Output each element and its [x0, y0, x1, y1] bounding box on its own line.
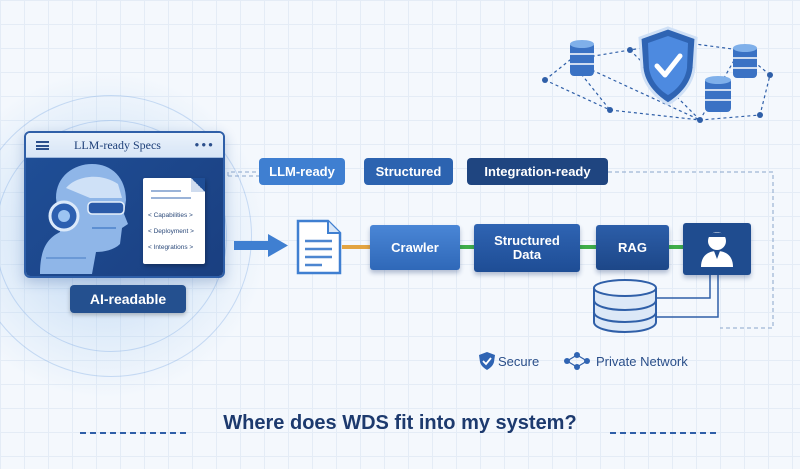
document-line [151, 190, 181, 192]
spec-item-deployment: < Deployment > [148, 228, 194, 235]
structured-line-1: Structured [494, 233, 560, 248]
document-line [151, 197, 191, 199]
document-fold [191, 178, 205, 192]
headline-divider-right [610, 432, 720, 434]
more-options-icon: ●●● [194, 140, 215, 149]
shield-check-icon [638, 26, 698, 106]
crawler-label: Crawler [391, 239, 439, 255]
menu-icon [36, 141, 49, 150]
structured-line-2: Data [512, 247, 542, 262]
llm-ready-specs-window: LLM-ready Specs ●●● < Capabilities > < D… [24, 131, 225, 278]
shield-check-icon [479, 352, 495, 370]
headline-divider-left [80, 432, 190, 434]
ai-readable-badge: AI-readable [70, 285, 186, 313]
page-headline: Where does WDS fit into my system? [223, 412, 577, 434]
database-icon [593, 279, 657, 334]
glow-ring [0, 120, 227, 352]
crawler-box: Crawler [370, 225, 460, 270]
user-box [683, 223, 751, 275]
robot-head-icon [40, 164, 128, 274]
document-icon [296, 219, 342, 275]
spec-item-capabilities: < Capabilities > [148, 212, 193, 219]
tag-integration-ready: Integration-ready [467, 158, 608, 185]
rag-box: RAG [596, 225, 669, 270]
arrow-right-icon [234, 234, 288, 257]
private-network-label: Private Network [596, 354, 688, 369]
secure-label: Secure [498, 354, 540, 369]
server-cluster-icon [542, 26, 773, 123]
tag-llm-ready: LLM-ready [259, 158, 345, 185]
window-titlebar: LLM-ready Specs ●●● [26, 133, 223, 158]
window-body: < Capabilities > < Deployment > < Integr… [26, 158, 223, 276]
spec-item-integrations: < Integrations > [148, 244, 194, 251]
spec-document: < Capabilities > < Deployment > < Integr… [143, 178, 205, 264]
tag-structured: Structured [364, 158, 453, 185]
window-title: LLM-ready Specs [74, 138, 161, 152]
rag-label: RAG [618, 239, 647, 255]
network-nodes-icon [564, 352, 590, 370]
user-icon [701, 232, 733, 267]
